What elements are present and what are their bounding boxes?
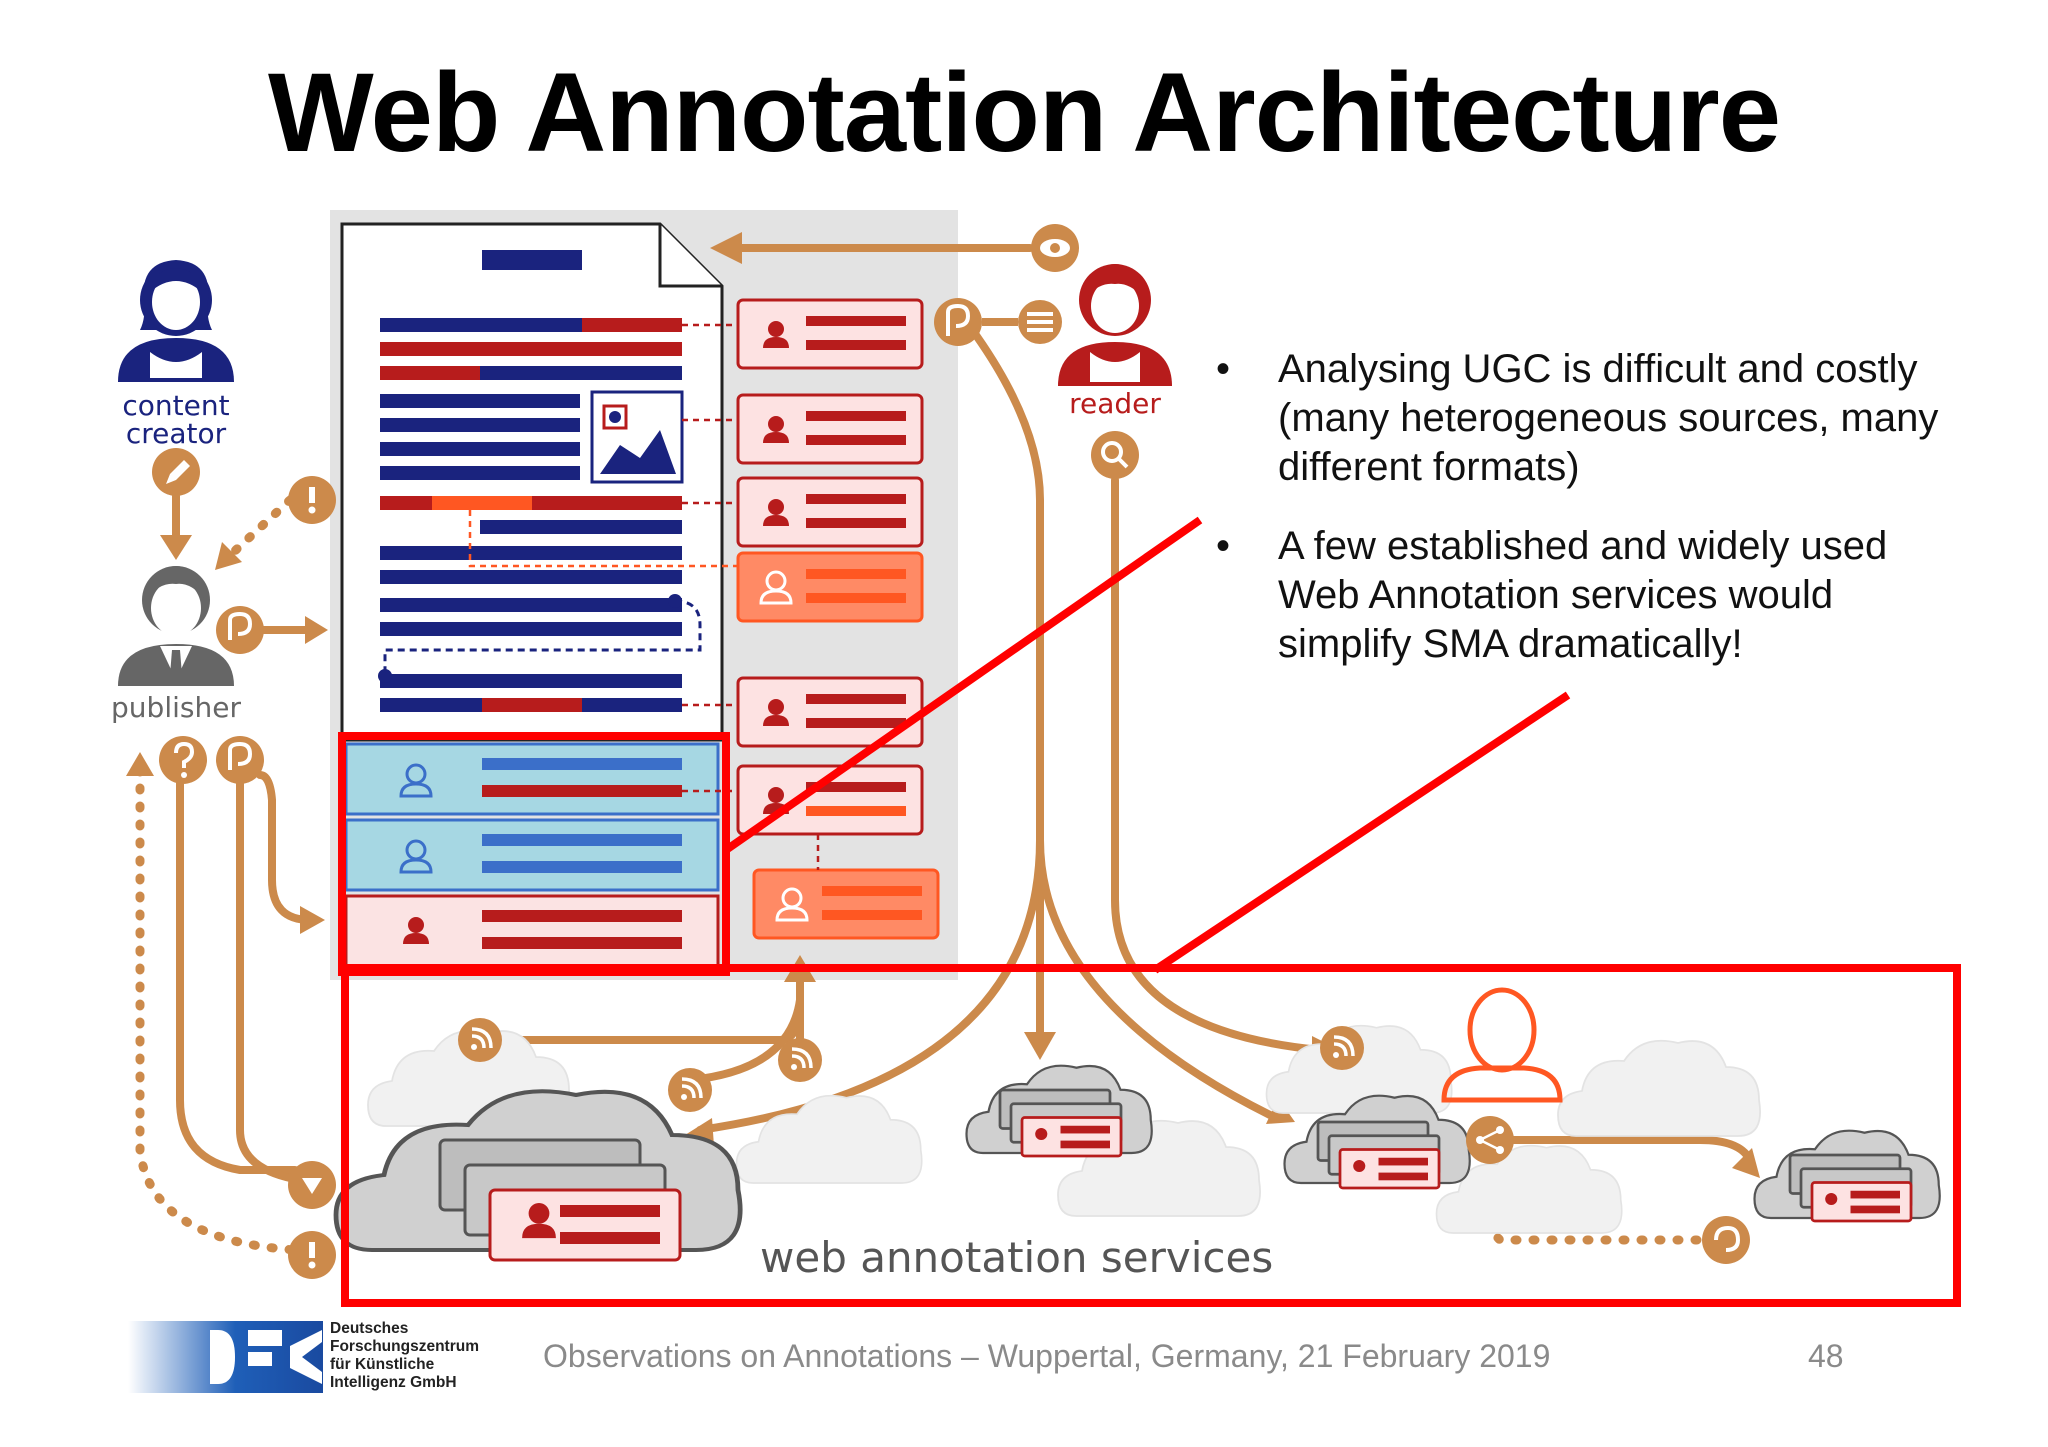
logo-line: Forschungszentrum	[330, 1338, 479, 1355]
rss-icon	[458, 1018, 502, 1062]
list-icon	[1018, 300, 1062, 344]
logo-line: für Künstliche	[330, 1356, 435, 1373]
logo-text: Deutsches Forschungszentrum für Künstlic…	[330, 1320, 479, 1392]
page-number: 48	[1808, 1338, 1844, 1374]
rss-icon	[216, 606, 264, 654]
bullet-text-2: A few established and widely used Web An…	[1278, 524, 1888, 666]
annotation-cards	[736, 298, 940, 940]
reply-icon	[1702, 1216, 1750, 1264]
inline-annotation-3	[344, 894, 720, 968]
content-creator-label: content	[122, 389, 229, 422]
bullet-text-1: Analysing UGC is difficult and costly (m…	[1278, 347, 1939, 489]
services-label: web annotation services	[760, 1233, 1273, 1282]
rss-icon	[1320, 1026, 1364, 1070]
image-icon	[590, 390, 684, 484]
eye-icon	[1031, 224, 1079, 272]
share-icon	[1466, 1116, 1514, 1164]
content-creator-label-2: creator	[126, 417, 227, 450]
annotation-icon	[934, 298, 982, 346]
reader-icon	[1058, 264, 1172, 386]
bullet-list: • Analysing UGC is difficult and costly …	[1210, 345, 1970, 699]
pencil-icon	[152, 448, 200, 496]
logo-line: Deutsches	[330, 1320, 409, 1337]
rss-icon	[778, 1038, 822, 1082]
highlight-overlay	[338, 516, 1961, 1307]
rss-icon	[668, 1068, 712, 1112]
reader-label: reader	[1069, 387, 1161, 420]
slide-title: Web Annotation Architecture	[267, 50, 1781, 175]
orange-user-icon	[1441, 987, 1563, 1103]
alert-icon	[288, 476, 336, 524]
content-creator-icon	[118, 260, 234, 382]
bullet-item: • Analysing UGC is difficult and costly …	[1210, 345, 1970, 492]
logo-line: Intelligenz GmbH	[330, 1374, 457, 1391]
inline-annotation-2	[344, 818, 720, 892]
bullet-item: • A few established and widely used Web …	[1210, 522, 1970, 669]
document-text-lines	[380, 250, 682, 712]
question-icon	[159, 736, 207, 784]
download-icon	[288, 1161, 336, 1209]
alert-icon	[288, 1231, 336, 1279]
publisher-icon	[118, 566, 234, 686]
rss-icon	[216, 736, 264, 784]
search-icon	[1091, 431, 1139, 479]
publisher-label: publisher	[111, 691, 241, 724]
bullet-marker: •	[1216, 524, 1231, 568]
dfki-logo	[128, 1321, 323, 1393]
inline-annotation-1	[344, 742, 720, 816]
footer-text: Observations on Annotations – Wuppertal,…	[543, 1338, 1551, 1374]
bullet-marker: •	[1216, 347, 1231, 391]
